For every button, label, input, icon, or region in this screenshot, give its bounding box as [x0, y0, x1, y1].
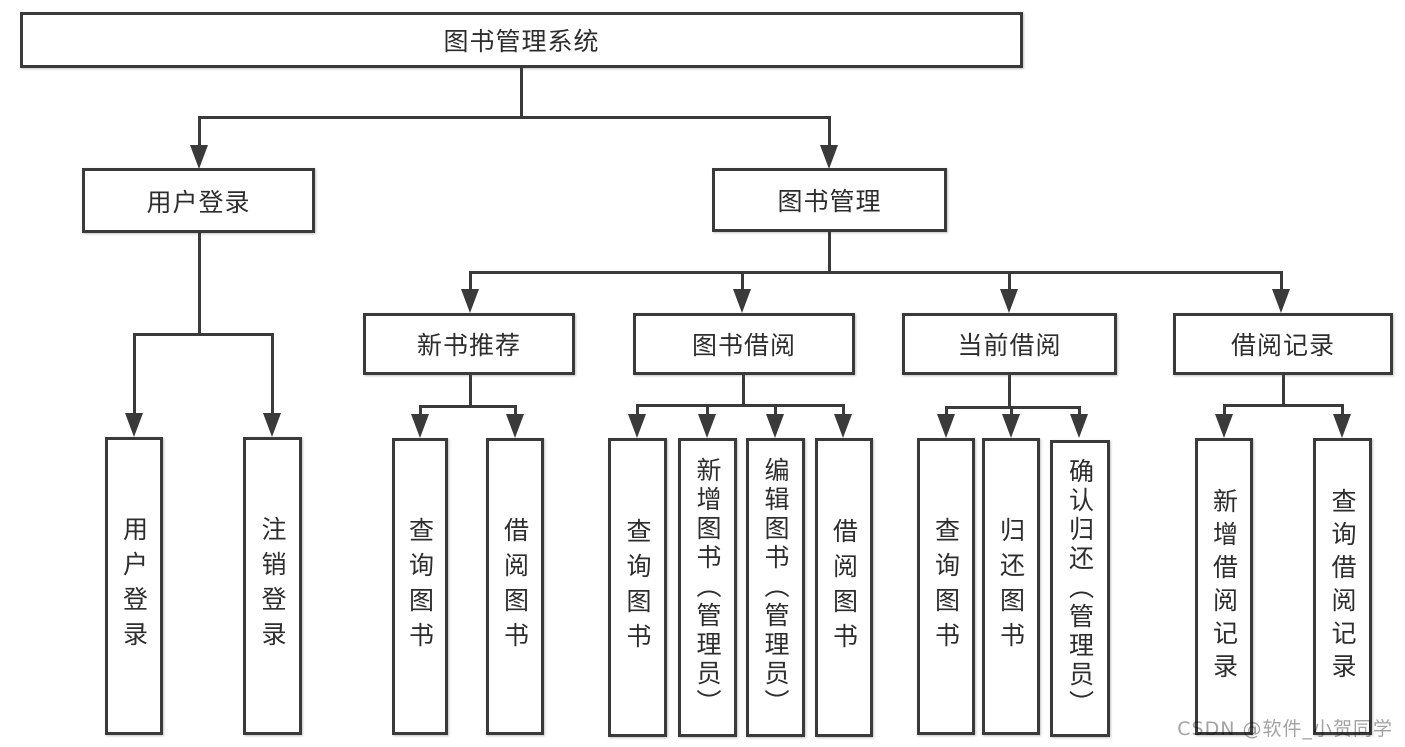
connector-user-login-stem — [198, 233, 201, 335]
leaf-label: 归还图书 — [996, 516, 1026, 657]
arrow-down-icon — [1002, 414, 1020, 438]
connector-drop — [419, 405, 422, 417]
arrow-down-icon — [834, 414, 852, 438]
arrow-down-icon — [1272, 289, 1290, 313]
connector-new-book-stem — [469, 375, 472, 408]
arrow-down-icon — [190, 145, 208, 169]
arrow-down-icon — [1215, 414, 1233, 438]
connector-drop — [706, 404, 709, 416]
connector-drop — [842, 404, 845, 416]
node-borrow-books-action: 借阅图书 — [815, 438, 873, 737]
connector-book-borrow-rail — [636, 404, 845, 407]
connector-drop — [271, 333, 274, 413]
connector-user-login-drop — [198, 116, 201, 150]
connector-drop — [1223, 404, 1226, 416]
node-add-book-admin: 新增图书（管理员） — [678, 438, 737, 737]
connector-root-stem — [520, 66, 523, 118]
arrow-down-icon — [461, 289, 479, 313]
node-query-books-borrow: 查询图书 — [608, 438, 667, 737]
arrow-down-icon — [125, 413, 143, 437]
node-return-books: 归还图书 — [982, 438, 1040, 735]
arrow-down-icon — [733, 289, 751, 313]
connector-drop — [741, 271, 744, 291]
node-user-login: 用户登录 — [82, 168, 315, 233]
leaf-label: 编辑图书（管理员） — [761, 457, 790, 718]
node-logout-action-label: 注销登录 — [258, 516, 287, 656]
leaf-label: 新增图书（管理员） — [693, 457, 722, 718]
node-book-borrow: 图书借阅 — [633, 313, 855, 375]
leaf-label: 查询图书 — [623, 517, 652, 658]
arrow-down-icon — [937, 414, 955, 438]
arrow-down-icon — [506, 414, 524, 438]
connector-level2-rail — [198, 116, 831, 119]
leaf-label: 查询借阅记录 — [1328, 487, 1357, 686]
node-user-login-action: 用户登录 — [105, 437, 163, 735]
node-book-management: 图书管理 — [712, 168, 947, 232]
arrow-down-icon — [766, 414, 784, 438]
node-library-system-label: 图书管理系统 — [443, 27, 600, 56]
connector-drop — [469, 271, 472, 291]
connector-drop — [774, 404, 777, 416]
node-query-books-recommend: 查询图书 — [392, 438, 448, 735]
node-query-borrow-record: 查询借阅记录 — [1313, 438, 1372, 735]
arrow-down-icon — [263, 413, 281, 437]
connector-book-management-stem — [828, 232, 831, 273]
node-new-book-recommend-label: 新书推荐 — [416, 331, 521, 360]
node-user-login-label: 用户登录 — [146, 187, 251, 217]
leaf-label: 借阅图书 — [829, 517, 859, 658]
connector-new-book-rail — [419, 405, 517, 408]
node-book-management-label: 图书管理 — [777, 187, 882, 216]
node-edit-book-admin: 编辑图书（管理员） — [746, 438, 805, 737]
csdn-watermark: CSDN @软件_小贺同学 — [1177, 718, 1393, 740]
connector-drop — [1280, 271, 1283, 291]
leaf-label: 借阅图书 — [500, 516, 530, 657]
node-user-login-action-label: 用户登录 — [119, 516, 149, 656]
connector-drop — [1078, 406, 1081, 416]
connector-current-borrow-stem — [1008, 375, 1011, 409]
node-book-borrow-label: 图书借阅 — [691, 331, 796, 360]
connector-level3-rail — [469, 271, 1282, 274]
node-query-books-current: 查询图书 — [917, 438, 975, 735]
arrow-down-icon — [411, 414, 429, 438]
leaf-label: 查询图书 — [405, 516, 435, 657]
node-library-system: 图书管理系统 — [20, 12, 1023, 68]
arrow-down-icon — [820, 145, 838, 169]
node-current-borrow: 当前借阅 — [902, 313, 1117, 375]
leaf-label: 查询图书 — [931, 516, 961, 657]
arrow-down-icon — [1333, 414, 1351, 438]
connector-book-management-drop — [828, 116, 831, 150]
node-add-borrow-record: 新增借阅记录 — [1195, 438, 1253, 735]
connector-drop — [514, 405, 517, 417]
connector-borrow-records-rail — [1223, 404, 1344, 407]
connector-drop — [1010, 406, 1013, 416]
connector-drop — [1008, 271, 1011, 291]
node-new-book-recommend: 新书推荐 — [363, 313, 575, 375]
arrow-down-icon — [1000, 289, 1018, 313]
connector-drop — [1341, 404, 1344, 416]
connector-user-login-rail — [133, 333, 274, 336]
node-current-borrow-label: 当前借阅 — [957, 331, 1062, 360]
node-borrow-records-label: 借阅记录 — [1230, 331, 1335, 360]
connector-book-borrow-stem — [742, 375, 745, 407]
connector-borrow-records-stem — [1282, 375, 1285, 407]
connector-current-borrow-rail — [945, 406, 1081, 409]
connector-drop — [133, 333, 136, 413]
node-borrow-books-recommend: 借阅图书 — [486, 438, 544, 735]
leaf-label: 新增借阅记录 — [1209, 487, 1239, 686]
connector-drop — [636, 404, 639, 416]
arrow-down-icon — [1070, 414, 1088, 438]
node-confirm-return-admin: 确认归还（管理员） — [1050, 440, 1110, 737]
node-borrow-records: 借阅记录 — [1173, 313, 1393, 375]
node-logout-action: 注销登录 — [243, 437, 302, 735]
arrow-down-icon — [628, 414, 646, 438]
connector-drop — [945, 406, 948, 416]
arrow-down-icon — [698, 414, 716, 438]
leaf-label: 确认归还（管理员） — [1065, 458, 1095, 719]
